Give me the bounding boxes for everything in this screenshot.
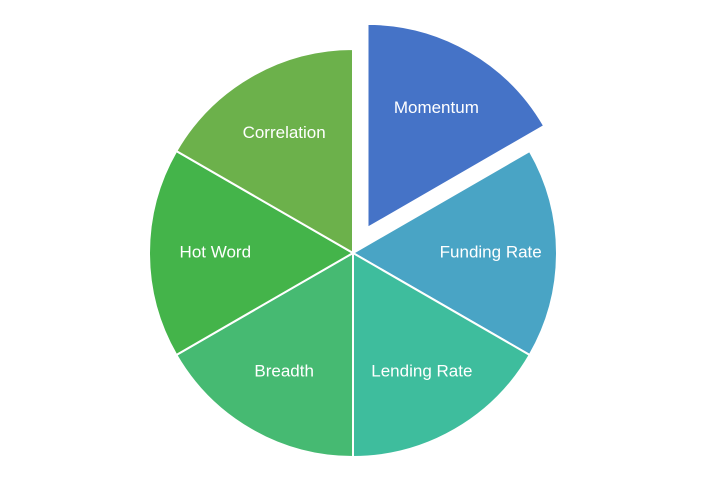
pie-slice-momentum[interactable] (366, 22, 546, 229)
pie-slice-hot-word[interactable] (147, 150, 354, 356)
pie-slice-breadth[interactable] (175, 252, 354, 458)
pie-slice-funding-rate[interactable] (352, 150, 559, 356)
pie-slice-lending-rate[interactable] (352, 252, 531, 458)
pie-slice-correlation[interactable] (175, 48, 354, 254)
